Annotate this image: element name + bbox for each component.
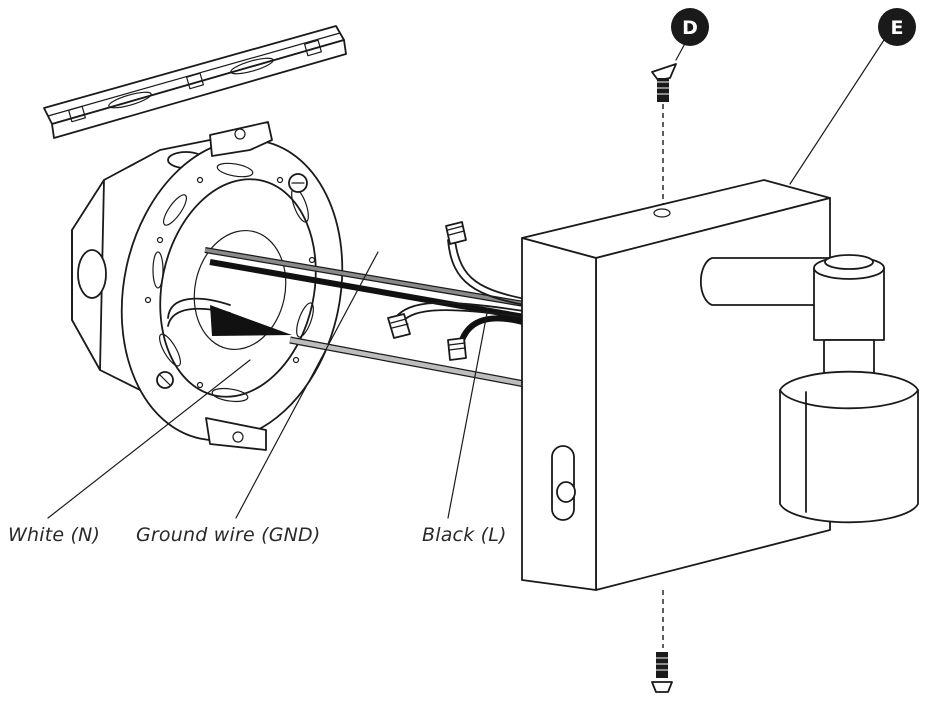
leader-lines	[47, 37, 885, 519]
label-white-neutral: White (N)	[8, 524, 101, 546]
badge-fixture-text: E	[891, 17, 904, 39]
badge-fixture: E	[878, 8, 916, 46]
wiring	[167, 221, 531, 389]
spirit-level	[43, 25, 347, 139]
screw-top	[651, 63, 677, 102]
mounting-ring	[120, 121, 344, 451]
badge-screw-text: D	[682, 17, 698, 39]
badge-screw: D	[671, 8, 709, 46]
leader-fixture	[789, 39, 885, 185]
leader-white	[47, 359, 251, 519]
label-black-line: Black (L)	[422, 524, 507, 546]
label-ground-wire: Ground wire (GND)	[136, 524, 321, 546]
fixture-arm	[699, 254, 919, 524]
leader-ground	[235, 251, 379, 519]
screw-bottom	[651, 652, 673, 693]
leader-black	[447, 307, 489, 519]
